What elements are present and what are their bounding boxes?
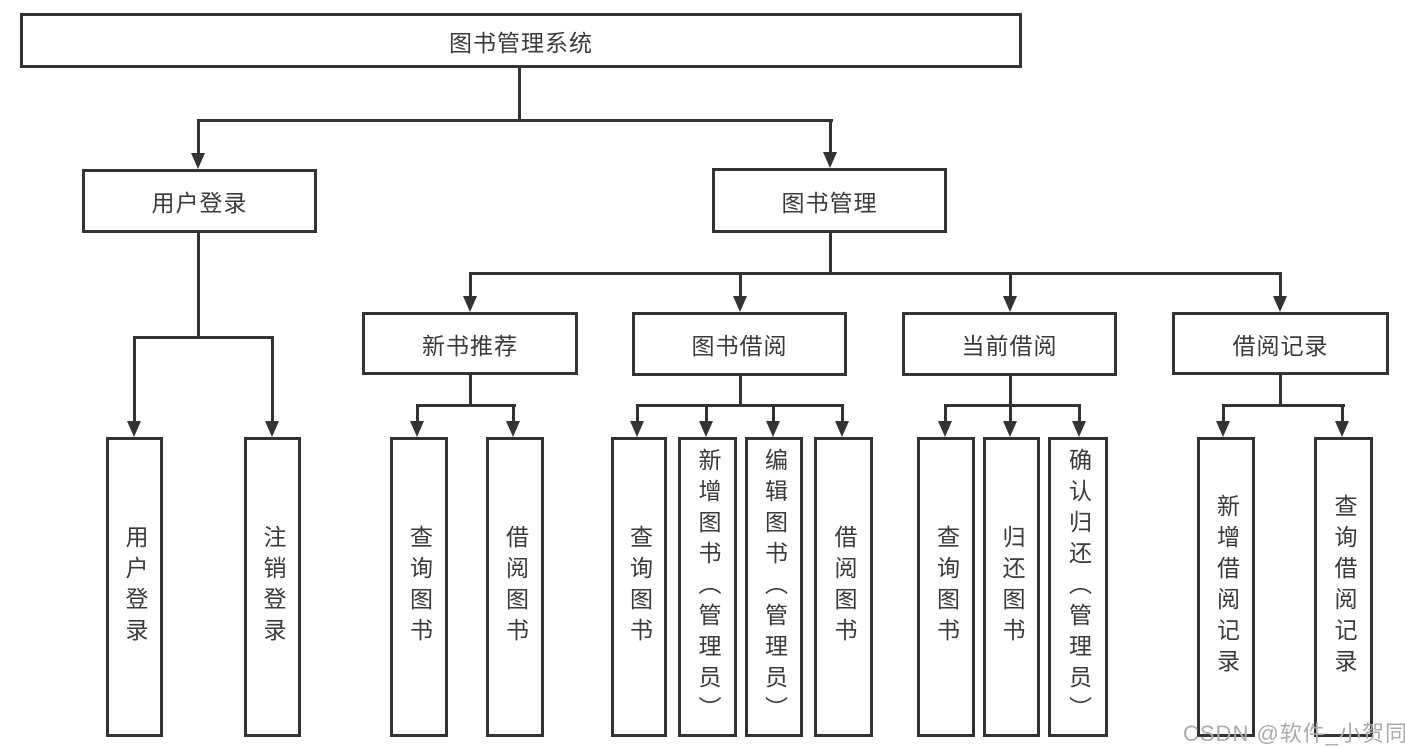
connector-line [1009,376,1012,406]
connector-line [829,119,832,154]
arrowhead-down [191,153,205,169]
connector-line [829,233,832,274]
connector-line [197,119,200,155]
connector-line [1341,404,1344,423]
arrowhead-down [630,421,644,437]
leaf-current-return-books: 归还图书 [983,437,1040,737]
connector-line [739,272,742,298]
connector-line [1222,404,1225,423]
node-borrowing-records: 借阅记录 [1172,312,1389,375]
leaf-records-query-record: 查询借阅记录 [1314,437,1373,737]
connector-line [416,404,516,407]
connector-line [133,336,136,423]
connector-line [416,404,419,423]
connector-line [469,272,472,298]
connector-line [197,233,200,338]
connector-line [133,336,274,339]
arrowhead-down [835,421,849,437]
connector-line [518,68,521,121]
connector-line [1009,272,1012,298]
connector-line [1078,404,1081,423]
connector-line [636,404,844,407]
connector-line [772,404,775,423]
leaf-current-query-books: 查询图书 [917,437,975,737]
connector-line [1279,375,1282,406]
arrowhead-down [1003,296,1017,312]
node-library-system: 图书管理系统 [20,13,1022,68]
leaf-borrow-add-books-admin: 新增图书（管理员） [678,437,737,737]
connector-line [739,376,742,406]
connector-line [271,336,274,423]
connector-line [636,404,639,423]
leaf-records-add-record: 新增借阅记录 [1197,437,1255,737]
leaf-borrow-query-books: 查询图书 [611,437,667,737]
arrowhead-down [127,421,141,437]
node-book-management: 图书管理 [712,168,947,233]
connector-line [841,404,844,423]
arrowhead-down [410,421,424,437]
leaf-borrow-borrow-books: 借阅图书 [814,437,873,737]
connector-line [1009,404,1012,423]
arrowhead-down [823,152,837,168]
arrowhead-down [1072,421,1086,437]
csdn-watermark: CSDN @软件_小贺同学 [1183,721,1405,746]
arrowhead-down [1335,421,1349,437]
arrowhead-down [938,421,952,437]
connector-line [469,272,1282,275]
connector-line [705,404,708,423]
connector-line [944,404,1081,407]
arrowhead-down [463,296,477,312]
leaf-user-login: 用户登录 [106,437,163,737]
arrowhead-down [1273,296,1287,312]
leaf-newbook-query-books: 查询图书 [390,437,448,737]
arrowhead-down [1003,421,1017,437]
arrowhead-down [265,421,279,437]
arrowhead-down [699,421,713,437]
node-new-book-recommendation: 新书推荐 [362,312,578,375]
leaf-newbook-borrow-books: 借阅图书 [486,437,544,737]
connector-line [944,404,947,423]
connector-line [512,404,515,423]
node-current-borrowing: 当前借阅 [902,312,1117,376]
node-book-borrowing: 图书借阅 [632,312,847,376]
node-user-login: 用户登录 [82,169,317,233]
arrowhead-down [1216,421,1230,437]
leaf-current-confirm-return-admin: 确认归还（管理员） [1048,437,1108,737]
connector-line [1279,272,1282,298]
arrowhead-down [766,421,780,437]
connector-line [197,119,833,122]
arrowhead-down [733,296,747,312]
leaf-borrow-edit-books-admin: 编辑图书（管理员） [745,437,803,737]
leaf-logout: 注销登录 [244,437,301,737]
arrowhead-down [506,421,520,437]
connector-line [469,375,472,407]
connector-line [1222,404,1345,407]
